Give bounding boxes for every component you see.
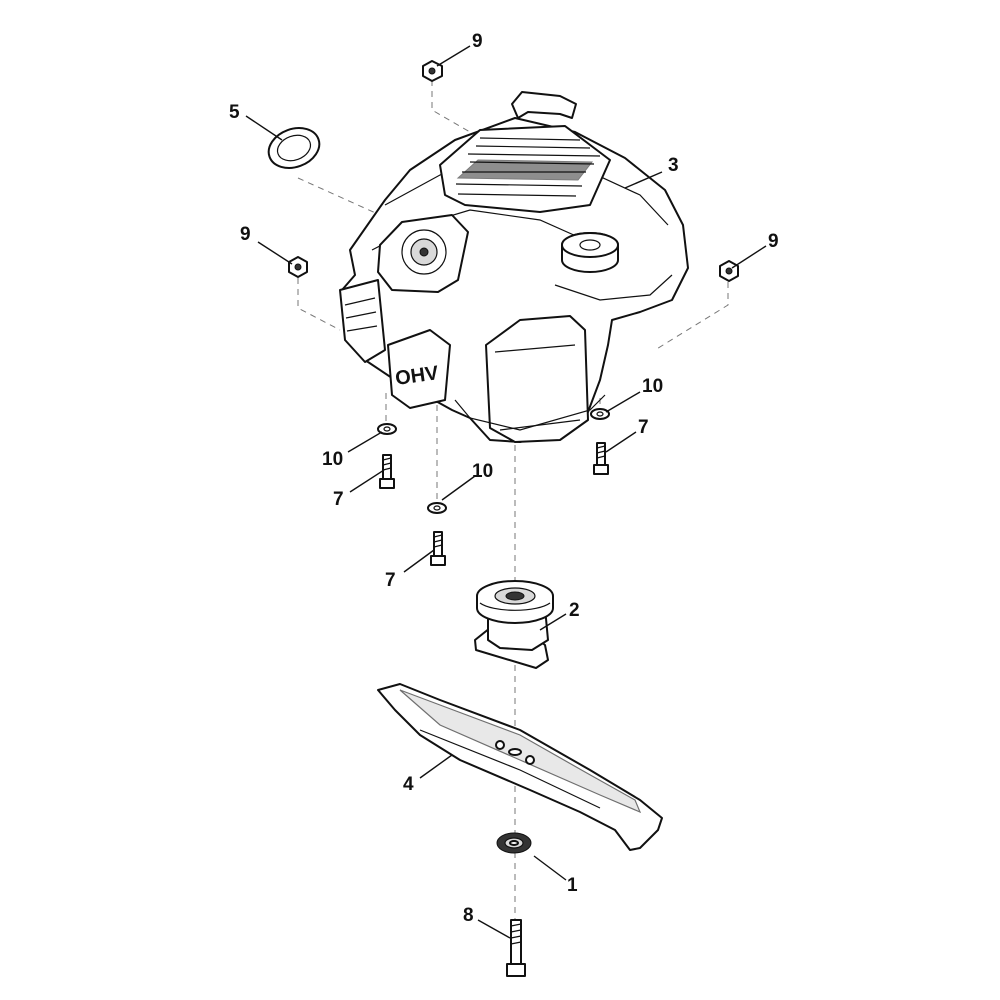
hex-nut-right	[719, 260, 739, 282]
callout-7-center: 7	[385, 570, 396, 591]
callout-labels: 9 5 3 9 9 10 7 10 7 10 7 2 4 1 8	[229, 31, 779, 926]
blade-adapter	[474, 580, 554, 669]
bolt-right	[593, 442, 609, 475]
bolt-center	[430, 531, 446, 566]
callout-7-right: 7	[638, 417, 649, 438]
callout-8: 8	[463, 905, 474, 926]
cooling-grille	[439, 125, 611, 213]
callout-10-left: 10	[322, 449, 343, 470]
mower-blade	[377, 683, 663, 851]
callout-1: 1	[567, 875, 578, 896]
callout-10-center: 10	[472, 461, 493, 482]
bolt-left	[379, 454, 395, 489]
washer-right	[590, 408, 610, 420]
engine-assembly: OHV	[339, 91, 689, 443]
callout-3: 3	[668, 155, 679, 176]
washer-center	[427, 502, 447, 514]
callout-9-top: 9	[472, 31, 483, 52]
hex-nut-left	[288, 256, 308, 278]
air-filter-housing	[485, 315, 589, 443]
callout-2: 2	[569, 600, 580, 621]
callout-10-right: 10	[642, 376, 663, 397]
cylinder-head: OHV	[339, 279, 451, 409]
fuel-cap	[561, 232, 619, 273]
callout-4: 4	[403, 774, 414, 795]
leader-lines	[245, 45, 767, 939]
blade-bolt	[506, 919, 526, 977]
serrated-washer	[496, 832, 532, 854]
callout-7-left: 7	[333, 489, 344, 510]
washer-left	[377, 423, 397, 435]
callout-5: 5	[229, 102, 240, 123]
callout-9-right: 9	[768, 231, 779, 252]
callout-9-left: 9	[240, 224, 251, 245]
gasket-ring	[267, 127, 321, 169]
